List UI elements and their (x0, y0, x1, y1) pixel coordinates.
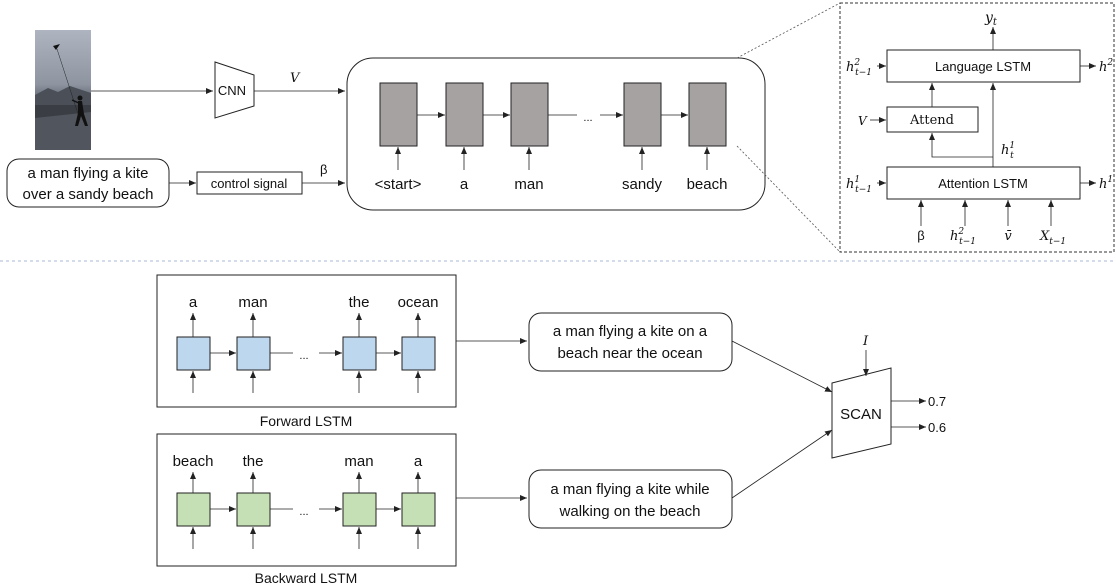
input-beta: β (917, 228, 924, 243)
score-2: 0.6 (928, 420, 946, 435)
yt-label: yt (984, 10, 998, 28)
decoder-cell (623, 82, 662, 147)
backward-cells: beach the man a (173, 453, 436, 549)
backward-cell (236, 492, 271, 527)
backward-word: man (344, 453, 373, 470)
forward-word: a (189, 294, 198, 311)
backward-cell (176, 492, 211, 527)
input-x: Xt−1 (1039, 229, 1066, 247)
backward-word: the (243, 453, 264, 470)
beta-label: β (320, 162, 327, 177)
decoder-cell (379, 82, 418, 147)
zoom-line-top (736, 2, 841, 59)
scan-label: SCAN (840, 406, 882, 423)
forward-cells: a man the ocean (176, 294, 439, 393)
language-lstm-label: Language LSTM (935, 59, 1031, 74)
backward-cell (342, 492, 377, 527)
backward-word: a (414, 453, 423, 470)
control-signal-label: control signal (211, 176, 288, 191)
forward-cell (342, 336, 377, 371)
scan-block (831, 367, 892, 459)
attend-box (886, 106, 979, 133)
arrow-caption2-scan (731, 429, 833, 499)
arrow-caption1-scan (731, 340, 833, 393)
image-input-label: I (862, 334, 869, 349)
caption-box-forward (528, 312, 733, 372)
backward-word: beach (173, 453, 214, 470)
forward-word: ocean (398, 294, 439, 311)
decoder-word: <start> (375, 176, 422, 193)
decoder-cell (445, 82, 484, 147)
decoder-word: man (514, 176, 543, 193)
backward-lstm-label: Backward LSTM (255, 570, 358, 586)
decoder-cells: <start> a man sandy beach (375, 82, 728, 193)
decoder-ellipsis: ... (583, 112, 592, 124)
arrow-h1-attend (929, 133, 993, 158)
v-label: V (290, 71, 301, 86)
h2-out-label: h2 (1099, 58, 1113, 75)
forward-word: man (238, 294, 267, 311)
decoder-cell (510, 82, 549, 147)
forward-cell (236, 336, 271, 371)
backward-ellipsis: ... (299, 506, 308, 518)
forward-lstm-label: Forward LSTM (260, 413, 353, 429)
decoder-word: sandy (622, 176, 663, 193)
forward-word: the (349, 294, 370, 311)
zoom-line-bottom (736, 145, 841, 253)
caption-box-backward (528, 469, 733, 529)
input-vbar: v̄ (1004, 229, 1012, 244)
cnn-block: CNN (214, 61, 255, 119)
v-detail-label: V (858, 114, 868, 128)
input-photo (35, 30, 91, 150)
backward-cell (401, 492, 436, 527)
score-1: 0.7 (928, 394, 946, 409)
language-lstm-box (886, 49, 1081, 83)
forward-cell (176, 336, 211, 371)
forward-ellipsis: ... (299, 350, 308, 362)
forward-cell (401, 336, 436, 371)
attention-lstm-label: Attention LSTM (938, 176, 1028, 191)
h1-out-label: h1 (1099, 175, 1113, 192)
decoder-word: a (460, 176, 469, 193)
attend-label: Attend (909, 113, 954, 128)
attention-lstm-box (886, 166, 1081, 200)
decoder-cell (688, 82, 727, 147)
cnn-label: CNN (218, 83, 246, 98)
decoder-word: beach (687, 176, 728, 193)
